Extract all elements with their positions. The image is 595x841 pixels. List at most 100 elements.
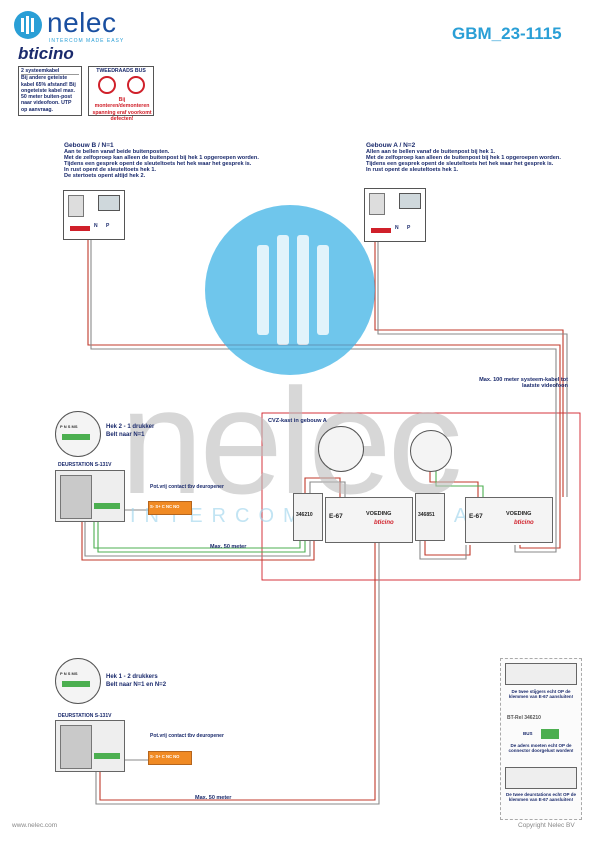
gate1-door-station — [55, 720, 125, 772]
gate2-relay-terms: S- S+ C NC NO — [150, 504, 180, 509]
gate1-jumper-zoom: P N S MS — [55, 658, 101, 704]
gate1-station-camera — [60, 725, 92, 769]
gate2-station-camera — [60, 475, 92, 519]
e67-left-label: E-67 — [329, 513, 343, 520]
no-voltage-icon — [127, 76, 145, 94]
e67-left: E-67 VOEDING bticino — [325, 497, 413, 543]
building-a-line: Allen aan te bellen vanaf de buitenpost … — [366, 149, 495, 155]
riser-a-red — [374, 216, 564, 497]
videophone-b-terminal-n: N — [94, 223, 98, 229]
nelec-logo-icon — [14, 11, 42, 39]
module-346851: 346851 — [415, 493, 445, 541]
gate2-title: Hek 2 - 1 drukker — [106, 424, 155, 430]
watermark-bar-2 — [277, 235, 289, 345]
no-tool-icon — [98, 76, 116, 94]
watermark-bar-3 — [297, 235, 309, 345]
side-notes-panel: De twee stijgers echt OP de klemmen van … — [500, 658, 582, 820]
gate1-jumper-strip — [62, 681, 90, 687]
videophone-b-screen — [98, 195, 120, 211]
e67-left-voeding: VOEDING — [366, 511, 392, 517]
building-b-line: In rust opent de sleuteltoets hek 1. — [64, 167, 157, 173]
side-note-1: De twee stijgers echt OP de klemmen van … — [508, 689, 574, 699]
videophone-b-terminal-p: P — [106, 223, 110, 229]
cable-notice-title: 2 systeemkabel — [21, 68, 79, 76]
videophone-a: N P — [364, 188, 426, 242]
videophone-a-screen — [399, 193, 421, 209]
max100-note: Max. 100 meter systeem-kabel tot laatste… — [479, 377, 568, 389]
side-note-3: De twee deurstations echt OP de klemmen … — [506, 792, 576, 802]
gate1-station-label: DEURSTATION S-131V — [58, 713, 112, 719]
building-b-line: Met de zelfoproep kan alleen de buitenpo… — [64, 155, 259, 161]
cable-notice-text: Bij andere geteiste kabel 65% afstand! B… — [21, 75, 76, 113]
side-e67-bottom — [505, 767, 577, 789]
module-346210: 346210 — [293, 493, 323, 541]
gate1-station-bus-terminal — [94, 753, 120, 759]
videophone-a-indicator — [371, 228, 391, 233]
riser-a-grey — [377, 216, 568, 497]
building-b-line: Aan te bellen vanaf beide buitenposten. — [64, 149, 170, 155]
videophone-b-terminal — [68, 195, 84, 217]
module-346851-label: 346851 — [418, 512, 435, 518]
side-rail-title: BT-Rel 346210 — [507, 715, 541, 721]
building-b-description: Gebouw B / N=1 Aan te bellen vanaf beide… — [64, 142, 324, 179]
side-e67-top — [505, 663, 577, 685]
gate1-relay: S- S+ C NC NO — [148, 751, 192, 765]
watermark-bar-1 — [257, 245, 269, 335]
gate1-contact-label: Pot.vrij contact tbv deuropener — [150, 733, 224, 739]
e67-right-label: E-67 — [469, 513, 483, 520]
gate2-station-bus-terminal — [94, 503, 120, 509]
gate2-door-station — [55, 470, 125, 522]
building-a-line: Met de zelfoproep kan alleen de buitenpo… — [366, 155, 561, 161]
cable-notice: 2 systeemkabel Bij andere geteiste kabel… — [18, 66, 82, 116]
zoom-monitor-cvz — [410, 430, 452, 472]
gate1-title: Hek 1 - 2 drukkers — [106, 674, 158, 680]
bus-warning-text: Bij monteren/demonteren spanning eraf vo… — [92, 97, 152, 122]
building-b-title: Gebouw B / N=1 — [64, 142, 114, 149]
videophone-a-terminal-n: N — [395, 225, 399, 231]
building-b-line: De stertoets opent altijd hek 2. — [64, 173, 146, 179]
footer-copyright: Copyright Nelec BV — [518, 822, 575, 829]
side-bus-label: BUS — [523, 731, 533, 736]
gate2-subtitle: Belt naar N=1 — [106, 432, 145, 438]
watermark-circle — [205, 205, 375, 375]
building-b-line: Tijdens een gesprek opent de sleuteltoet… — [64, 161, 252, 167]
e67-right-voeding: VOEDING — [506, 511, 532, 517]
building-a-line: Tijdens een gesprek opent de sleuteltoet… — [366, 161, 554, 167]
brand-tagline: INTERCOM MADE EASY — [49, 38, 125, 44]
watermark-bar-4 — [317, 245, 329, 335]
footer-website[interactable]: www.nelec.com — [12, 822, 58, 829]
gate2-jumper-zoom: P N S MS — [55, 411, 101, 457]
videophone-a-terminal — [369, 193, 385, 215]
gate2-jumper-strip — [62, 434, 90, 440]
videophone-b-indicator — [70, 226, 90, 231]
gate1-relay-terms: S- S+ C NC NO — [150, 754, 180, 759]
e67-right: E-67 VOEDING bticino — [465, 497, 553, 543]
cvz-frame — [261, 412, 581, 581]
gate2-jumper-labels: P N S MS — [60, 424, 78, 429]
building-a-title: Gebouw A / N=2 — [366, 142, 416, 149]
gate2-relay: S- S+ C NC NO — [148, 501, 192, 515]
bus-warning: TWEEDRAADS BUS Bij monteren/demonteren s… — [88, 66, 154, 122]
e67-left-brand: bticino — [374, 520, 394, 526]
e67-right-brand: bticino — [514, 520, 534, 526]
gate1-bus-red — [99, 540, 376, 801]
gate2-contact-label: Pot.vrij contact tbv deuropener — [150, 484, 224, 490]
videophone-b: N P — [63, 190, 125, 240]
videophone-a-terminal-p: P — [407, 225, 411, 231]
bus-warning-title: TWEEDRAADS BUS — [96, 68, 146, 74]
zoom-jumper-cvz — [318, 426, 364, 472]
building-a-description: Gebouw A / N=2 Allen aan te bellen vanaf… — [366, 142, 591, 173]
gate2-distance: Max. 50 meter — [210, 544, 247, 550]
gate1-distance: Max. 50 meter — [195, 795, 232, 801]
side-bus-connector — [541, 729, 559, 739]
doc-code: GBM_23-1115 — [452, 24, 562, 43]
cvz-label: CVZ-kast in gebouw A — [268, 418, 327, 424]
side-note-2: De aders moeten echt OP de connector doo… — [508, 743, 574, 753]
bticino-logo: bticino — [18, 44, 74, 63]
module-346210-label: 346210 — [296, 512, 313, 518]
gate2-station-label: DEURSTATION S-131V — [58, 462, 112, 468]
building-a-line: In rust opent de sleuteltoets hek 1. — [366, 167, 459, 173]
gate1-jumper-labels: P N S MS — [60, 671, 78, 676]
brand-name: nelec — [47, 7, 117, 38]
gate1-subtitle: Belt naar N=1 en N=2 — [106, 682, 167, 688]
